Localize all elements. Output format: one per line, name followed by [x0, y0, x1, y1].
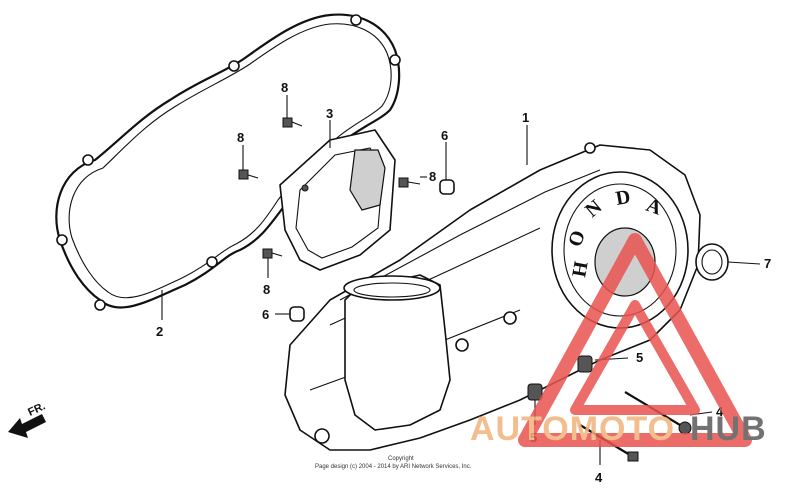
front-label: FR. — [26, 400, 47, 418]
copyright-line-2: Page design (c) 2004 - 2014 by ARI Netwo… — [315, 464, 472, 470]
cap-part-7 — [695, 243, 729, 281]
callout-7: 7 — [764, 256, 771, 271]
callout-2: 2 — [156, 324, 163, 339]
warning-triangle-icon — [518, 233, 752, 447]
callout-6-a: 6 — [441, 128, 448, 143]
watermark-part-1: AUTOMOTO — [470, 410, 675, 448]
copyright: Copyright Page design (c) 2004 - 2014 by… — [315, 456, 472, 470]
copyright-line-1: Copyright — [388, 456, 414, 462]
callout-6-b: 6 — [262, 307, 269, 322]
callout-8-c: 8 — [429, 169, 436, 184]
callout-8-a: 8 — [281, 80, 288, 95]
callout-4-b: 4 — [595, 470, 603, 485]
grommet-5-b — [527, 383, 543, 401]
cover-letter-h: H — [568, 259, 592, 279]
callout-4-a: 4 — [716, 404, 724, 419]
watermark: AUTOMOTO HUB — [470, 233, 767, 448]
front-arrow-icon — [8, 414, 46, 438]
callout-3: 3 — [326, 106, 333, 121]
grommet-5-a — [577, 355, 593, 373]
bolt-8-b — [238, 169, 259, 180]
dowel-6-b — [289, 306, 305, 322]
dowel-6-a — [439, 179, 455, 195]
callout-8-b: 8 — [237, 130, 244, 145]
bolt-8-d — [262, 248, 283, 259]
cover-letter-d: D — [614, 186, 632, 210]
watermark-part-2: HUB — [690, 410, 767, 448]
front-direction-indicator: FR. — [8, 400, 47, 438]
bolt-8-a — [282, 117, 303, 128]
callout-1: 1 — [522, 110, 529, 125]
plate-part-3 — [279, 129, 396, 271]
callout-8-d: 8 — [263, 282, 270, 297]
callout-5-a: 5 — [636, 350, 643, 365]
bolt-8-c — [398, 177, 421, 188]
cover-letter-o: O — [564, 228, 590, 250]
